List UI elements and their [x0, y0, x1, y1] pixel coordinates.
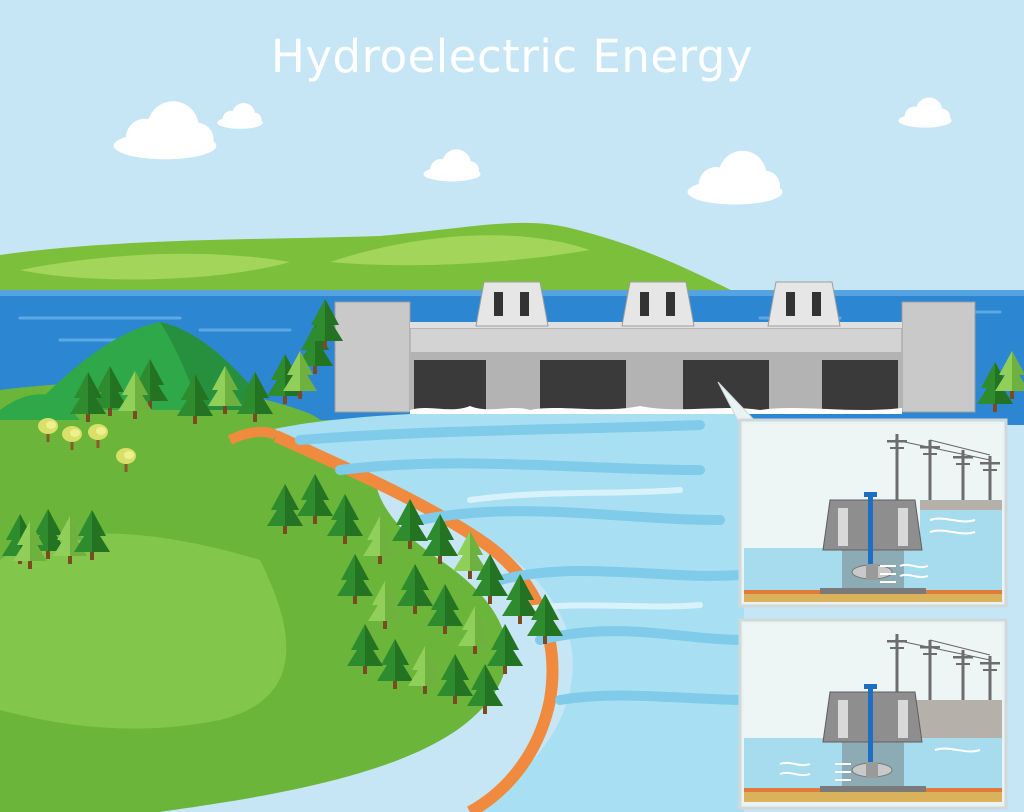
turbine-panel-1: [738, 418, 1008, 608]
turbine-icon: [851, 564, 893, 580]
dam: [334, 281, 976, 414]
page-title: Hydroelectric Energy: [271, 30, 753, 83]
turbine-panel-2: [738, 618, 1008, 810]
